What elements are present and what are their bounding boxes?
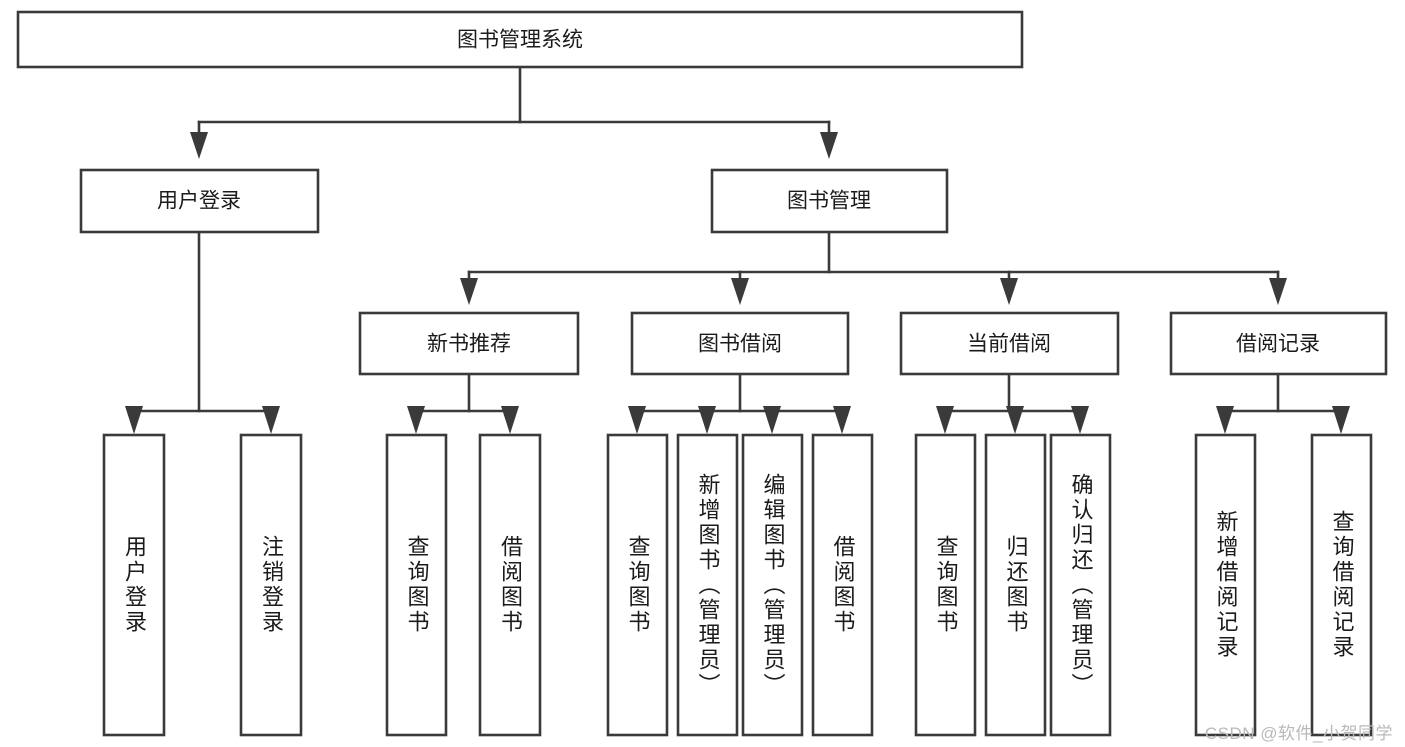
node-leaf-box-3[interactable] (478, 433, 542, 737)
leaf-boxes-group (102, 433, 1373, 737)
node-borrow-record-box[interactable] (1169, 311, 1388, 376)
node-root-label: 图书管理系统 (457, 29, 583, 52)
node-borrow-record[interactable]: 借阅记录 (1169, 311, 1388, 376)
arrowhead-leaf-9 (1006, 406, 1024, 434)
node-leaf-box-12[interactable] (1310, 433, 1373, 737)
arrowhead-new-book-rec (460, 278, 478, 305)
arrowhead-leaf-10 (1071, 406, 1089, 434)
arrowhead-leaf-0 (125, 406, 143, 434)
node-new-book-recommend-label: 新书推荐 (427, 333, 511, 356)
node-leaf-box-0[interactable] (102, 433, 166, 737)
node-leaf-box-10[interactable] (1049, 433, 1112, 737)
node-leaf-box-8[interactable] (914, 433, 977, 737)
node-current-borrow-label: 当前借阅 (967, 333, 1051, 356)
node-current-borrow[interactable]: 当前借阅 (899, 311, 1120, 376)
node-borrow-record-label: 借阅记录 (1236, 333, 1320, 356)
node-current-borrow-box[interactable] (899, 311, 1120, 376)
connector-group-book-borrow-children (628, 372, 851, 434)
node-leaf-box-9[interactable] (984, 433, 1047, 737)
node-leaf-box-6[interactable] (741, 433, 804, 737)
node-new-book-recommend-box[interactable] (358, 311, 580, 376)
node-leaf-box-5[interactable] (676, 433, 739, 737)
node-leaf-box-11[interactable] (1194, 433, 1257, 737)
arrowhead-leaf-2 (407, 406, 425, 434)
node-book-borrow-label: 图书借阅 (698, 333, 782, 356)
connector-group-user-login-children (125, 230, 280, 434)
node-book-borrow[interactable]: 图书借阅 (630, 311, 850, 376)
node-new-book-recommend[interactable]: 新书推荐 (358, 311, 580, 376)
arrowhead-leaf-5 (698, 406, 716, 434)
watermark-text: CSDN @软件_小贺同学 (1204, 724, 1393, 743)
node-user-login-label: 用户登录 (157, 190, 241, 213)
arrowhead-current-borrow (1000, 278, 1018, 305)
node-book-management-label: 图书管理 (787, 190, 871, 213)
arrowhead-user-login (190, 132, 208, 159)
arrowhead-book-mgmt (820, 132, 838, 159)
node-user-login[interactable]: 用户登录 (79, 168, 320, 234)
connector-group-new-book-children (407, 372, 519, 434)
arrowhead-leaf-8 (936, 406, 954, 434)
connector-group-borrow-record-children (1216, 372, 1350, 434)
arrowhead-borrow-record (1269, 278, 1287, 305)
arrowhead-leaf-6 (763, 406, 781, 434)
arrowhead-leaf-7 (833, 406, 851, 434)
node-user-login-box[interactable] (79, 168, 320, 234)
node-root-box[interactable] (16, 10, 1024, 69)
node-book-management[interactable]: 图书管理 (710, 168, 949, 234)
arrowhead-leaf-11 (1216, 406, 1234, 434)
connector-group-current-borrow-children (936, 372, 1089, 434)
connector-group-book-mgmt-children (460, 230, 1287, 305)
arrowhead-book-borrow (731, 278, 749, 305)
arrowhead-leaf-12 (1332, 406, 1350, 434)
node-leaf-box-2[interactable] (385, 433, 448, 737)
arrowhead-leaf-3 (501, 406, 519, 434)
connector-group-root-to-level2 (190, 65, 838, 159)
node-root[interactable]: 图书管理系统 (16, 10, 1024, 69)
node-book-borrow-box[interactable] (630, 311, 850, 376)
arrowhead-leaf-4 (628, 406, 646, 434)
node-book-management-box[interactable] (710, 168, 949, 234)
node-leaf-box-7[interactable] (811, 433, 874, 737)
arrowhead-leaf-1 (262, 406, 280, 434)
node-leaf-box-1[interactable] (239, 433, 303, 737)
node-leaf-box-4[interactable] (606, 433, 669, 737)
